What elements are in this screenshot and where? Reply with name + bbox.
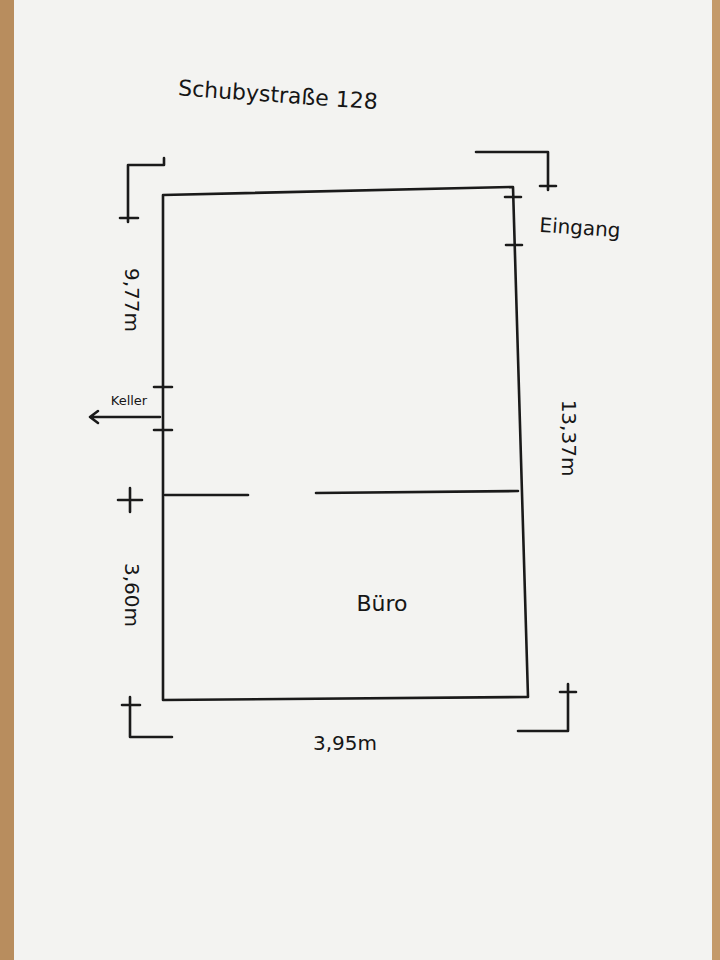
outer-wall <box>163 187 528 700</box>
entrance-marks <box>505 197 522 245</box>
partition-wall <box>165 494 248 497</box>
corner-mark <box>122 697 172 737</box>
dimension-label: 9,77m <box>120 268 143 332</box>
room: Büro <box>348 583 416 625</box>
cellar-arrow <box>90 411 160 423</box>
dimension-label: 3,95m <box>313 732 377 755</box>
cellar-label: Keller <box>111 394 147 409</box>
cellar-door-marks <box>154 387 172 430</box>
dimension-label: 13,37m <box>557 400 580 477</box>
dimension-label: 3,60m <box>120 563 143 627</box>
paper-sheet <box>14 0 712 960</box>
corner-mark <box>476 152 556 190</box>
entrance-label: Eingang <box>539 214 622 243</box>
wooden-table-edge <box>0 0 14 960</box>
address-title: Schubystraße 128 <box>177 75 378 114</box>
corner-mark <box>120 158 164 222</box>
corner-mark <box>518 684 576 731</box>
dimension-tick <box>118 488 142 512</box>
wooden-table-edge <box>712 0 720 960</box>
partition-wall <box>316 491 518 493</box>
room-name: Büro <box>356 591 408 616</box>
